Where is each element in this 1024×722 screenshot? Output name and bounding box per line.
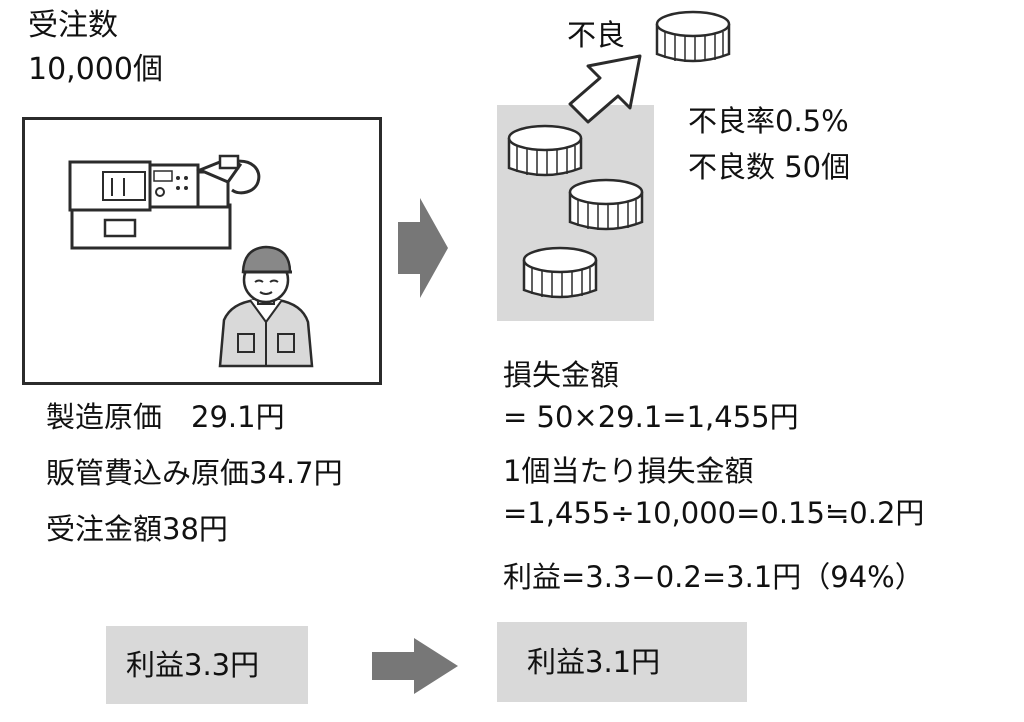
loss-label: 損失金額 <box>503 358 620 392</box>
order-label: 受注数 <box>28 8 118 43</box>
per-unit-loss-formula: =1,455÷10,000=0.15≒0.2円 <box>503 496 925 530</box>
order-amount: 受注金額38円 <box>46 512 228 546</box>
defect-count: 不良数 50個 <box>688 150 851 184</box>
profit-formula: 利益=3.3−0.2=3.1円（94%） <box>503 560 924 594</box>
defect-label: 不良 <box>567 18 626 52</box>
manufacturing-cost: 製造原価 29.1円 <box>46 400 285 434</box>
defect-rate: 不良率0.5% <box>688 104 849 138</box>
profit-after: 利益3.1円 <box>527 645 661 679</box>
profit-after-box <box>497 622 747 702</box>
profit-before: 利益3.3円 <box>126 648 260 682</box>
per-unit-loss-label: 1個当たり損失金額 <box>503 454 754 488</box>
profit-before-box <box>106 626 308 704</box>
cost-including-sga: 販管費込み原価34.7円 <box>46 456 343 490</box>
order-quantity: 10,000個 <box>28 52 163 87</box>
loss-formula: = 50×29.1=1,455円 <box>503 400 799 434</box>
